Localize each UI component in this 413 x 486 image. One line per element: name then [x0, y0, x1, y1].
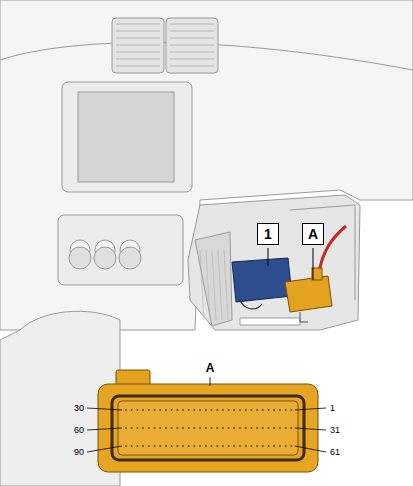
callout-number: A: [308, 227, 318, 241]
pin-number: 31: [330, 426, 340, 435]
connector-label: A: [206, 362, 215, 374]
control-module: [232, 258, 292, 302]
pin-number: 1: [330, 404, 335, 413]
connector-plug: [285, 276, 332, 312]
pin-number: 30: [74, 404, 84, 413]
leader-line: [268, 248, 269, 266]
pin-number: 90: [74, 448, 84, 457]
callout-number: 1: [264, 227, 272, 241]
leader-line: [313, 248, 314, 280]
callout-box: 1: [257, 223, 279, 245]
pin-number: 60: [74, 426, 84, 435]
callout-box: A: [302, 223, 324, 245]
connector-detail: [98, 370, 318, 472]
pin-number: 61: [330, 448, 340, 457]
